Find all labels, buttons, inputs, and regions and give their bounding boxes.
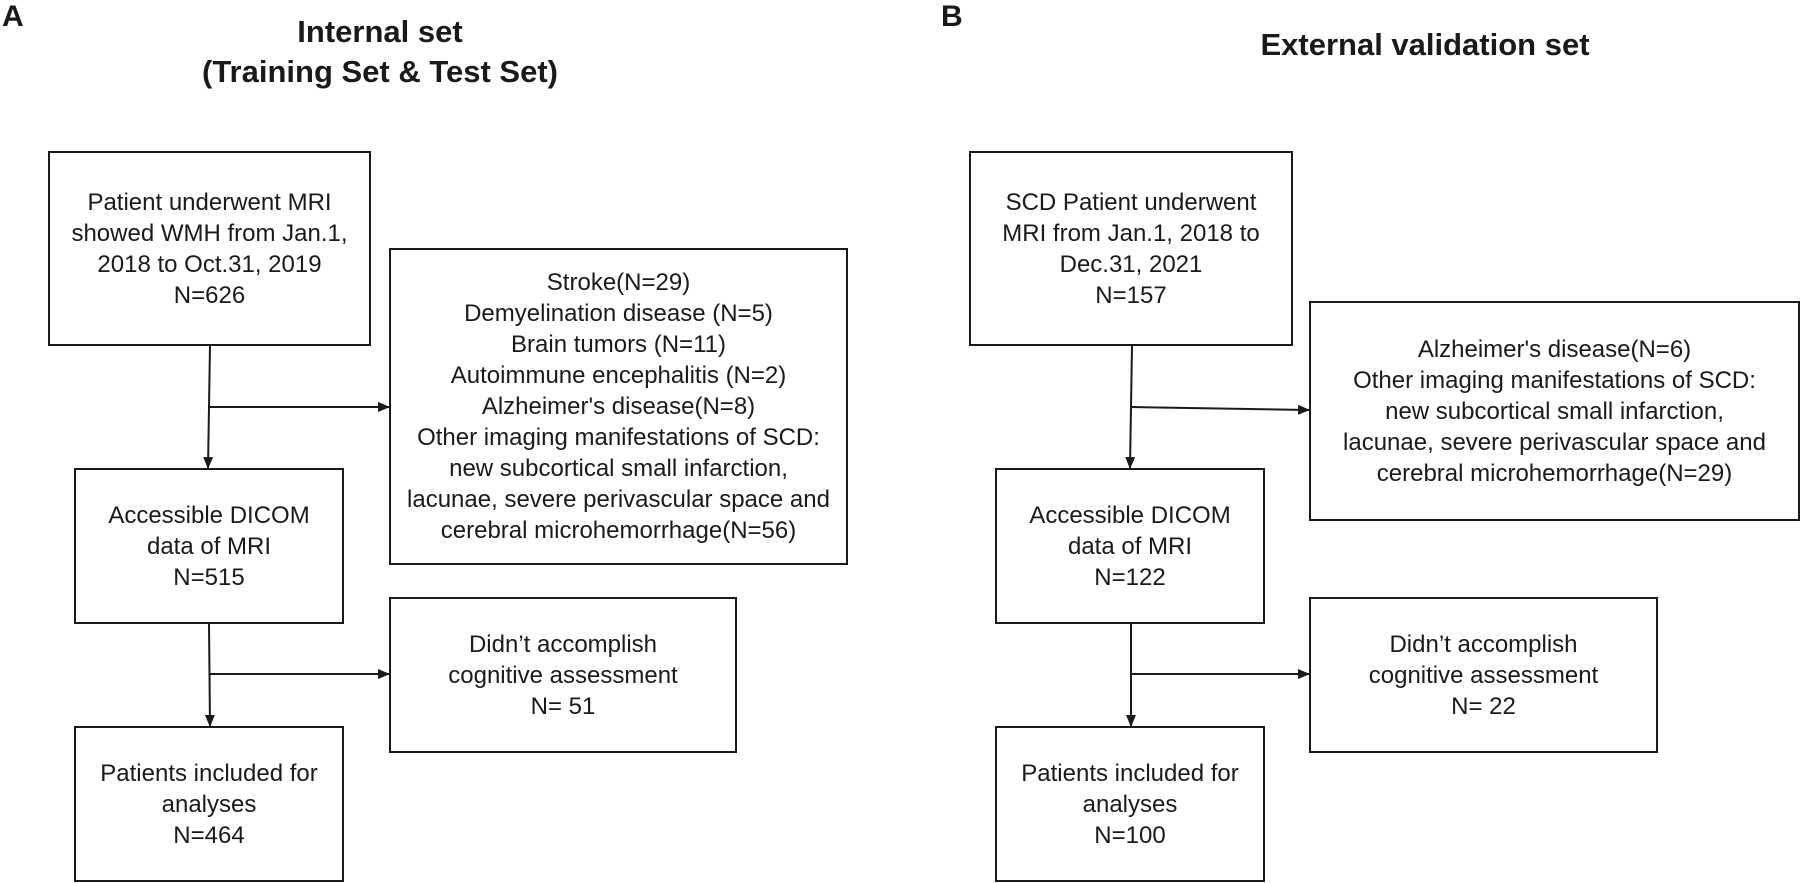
box-text-line: Stroke(N=29) xyxy=(546,269,691,296)
box-text-line: N=626 xyxy=(173,281,246,309)
box-text-line: Accessible DICOM xyxy=(108,501,310,529)
box-text-line: 2018 to Oct.31, 2019 xyxy=(97,250,322,278)
panel-a-no-assessment-box: Didn’t accomplish cognitive assessment N… xyxy=(389,597,737,753)
arrow-b-to-exclusion-1 xyxy=(1130,404,1310,415)
box-text-line: N=122 xyxy=(1094,563,1166,591)
box-text-line: Patients included for xyxy=(1021,759,1239,787)
box-text-line: new subcortical small infarction, xyxy=(449,455,788,482)
box-text-line: data of MRI xyxy=(1067,532,1193,560)
box-text-line: analyses xyxy=(1082,790,1178,818)
box-text-line: Alzheimer's disease(N=8) xyxy=(481,393,756,420)
box-text-line: Other imaging manifestations of SCD: xyxy=(1353,366,1756,394)
box-text-line: Autoimmune encephalitis (N=2) xyxy=(450,362,787,389)
box-text-line: MRI from Jan.1, 2018 to xyxy=(1002,219,1260,247)
panel-a-initial-cohort-box: Patient underwent MRI showed WMH from Ja… xyxy=(48,151,371,346)
panel-a-included-patients-box: Patients included for analyses N=464 xyxy=(74,726,344,882)
box-text-line: Alzheimer's disease(N=6) xyxy=(1417,335,1692,363)
panel-a-exclusion-diseases-box: Stroke(N=29) Demyelination disease (N=5)… xyxy=(389,248,848,565)
box-text-line: N=157 xyxy=(1095,281,1167,309)
box-text-line: Accessible DICOM xyxy=(1029,501,1231,529)
panel-b-initial-cohort-box: SCD Patient underwent MRI from Jan.1, 20… xyxy=(969,151,1293,346)
box-text-line: analyses xyxy=(161,790,257,818)
box-text-line: showed WMH from Jan.1, xyxy=(71,219,348,247)
box-text-line: N=464 xyxy=(173,821,245,849)
panel-a-accessible-dicom-box: Accessible DICOM data of MRI N=515 xyxy=(74,468,344,624)
box-text-line: Dec.31, 2021 xyxy=(1059,250,1203,278)
panel-b-included-patients-box: Patients included for analyses N=100 xyxy=(995,726,1265,882)
box-text-line: new subcortical small infarction, xyxy=(1385,397,1724,425)
box-text-line: Didn’t accomplish xyxy=(468,630,658,658)
box-text-line: Didn’t accomplish xyxy=(1389,630,1578,658)
box-text-line: cerebral microhemorrhage(N=29) xyxy=(1376,459,1733,487)
box-text-line: Patient underwent MRI xyxy=(87,188,332,216)
panel-a-title-line: Internal set xyxy=(297,14,463,49)
panel-a-title: Internal set (Training Set & Test Set) xyxy=(130,12,630,92)
panel-b-letter: B xyxy=(941,0,963,33)
box-text-line: N=100 xyxy=(1094,821,1166,849)
box-text-line: data of MRI xyxy=(146,532,272,560)
box-text-line: lacunae, severe perivascular space and xyxy=(1343,428,1766,456)
box-text-line: SCD Patient underwent xyxy=(1005,188,1257,216)
box-text-line: Patients included for xyxy=(100,759,318,787)
panel-a-letter: A xyxy=(2,0,24,33)
box-text-line: lacunae, severe perivascular space and xyxy=(407,486,830,513)
box-text-line: N=515 xyxy=(173,563,245,591)
panel-a-title-line: (Training Set & Test Set) xyxy=(202,54,558,89)
box-text-line: N= 22 xyxy=(1451,692,1516,720)
box-text-line: cognitive assessment xyxy=(448,661,678,689)
arrow-a-main-2-to-3 xyxy=(204,623,215,727)
box-text-line: Other imaging manifestations of SCD: xyxy=(417,424,820,451)
box-text-line: Demyelination disease (N=5) xyxy=(464,300,773,327)
box-text-line: N= 51 xyxy=(530,692,596,720)
panel-b-title: External validation set xyxy=(1175,25,1675,65)
panel-b-title-line: External validation set xyxy=(1260,27,1590,62)
panel-b-no-assessment-box: Didn’t accomplish cognitive assessment N… xyxy=(1309,597,1658,753)
box-text-line: cerebral microhemorrhage(N=56) xyxy=(440,517,797,544)
panel-b-accessible-dicom-box: Accessible DICOM data of MRI N=122 xyxy=(995,468,1265,624)
box-text-line: cognitive assessment xyxy=(1368,661,1599,689)
panel-b-exclusion-diseases-box: Alzheimer's disease(N=6) Other imaging m… xyxy=(1309,301,1800,521)
box-text-line: Brain tumors (N=11) xyxy=(511,331,726,358)
